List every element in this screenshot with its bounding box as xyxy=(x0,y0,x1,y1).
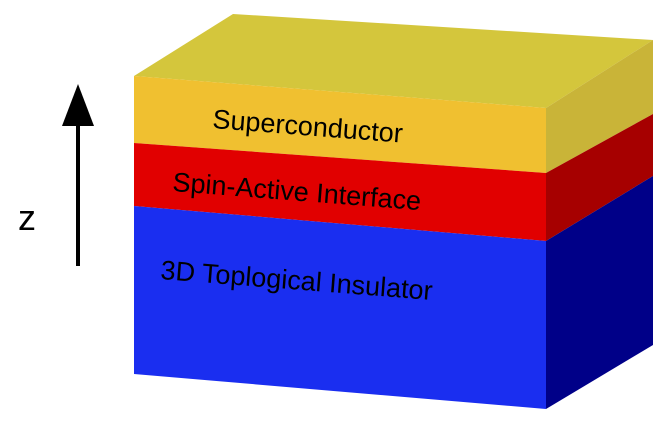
topological-insulator-front-face xyxy=(134,206,546,409)
spin-active-interface-front-face xyxy=(134,143,546,241)
superconductor-side-face xyxy=(546,40,653,173)
topological-insulator-side-face xyxy=(546,176,653,409)
spin-active-interface-side-face xyxy=(546,114,653,241)
superconductor-top-face xyxy=(134,14,653,108)
z-axis-arrow xyxy=(62,84,94,266)
z-axis-label: z xyxy=(18,197,36,238)
z-axis-arrowhead xyxy=(62,84,94,126)
superconductor-front-face xyxy=(134,76,546,173)
